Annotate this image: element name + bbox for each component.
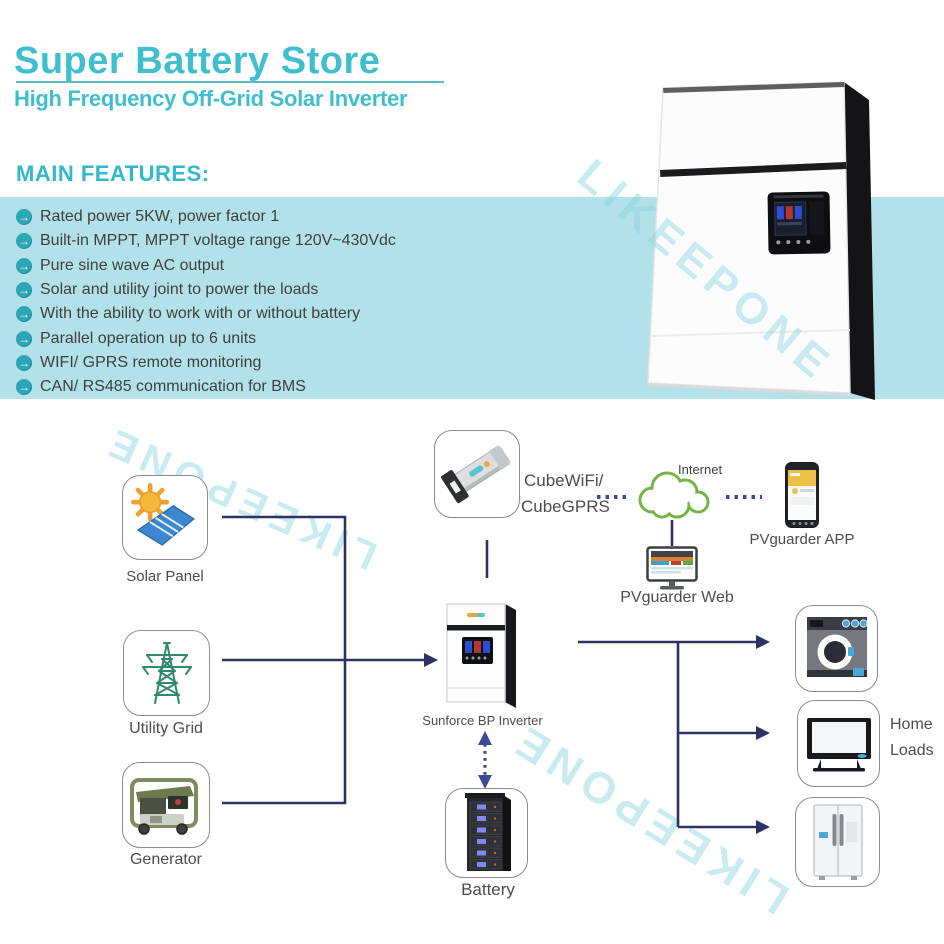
arrow-bullet-icon [16,233,32,250]
solar-panel-icon [131,483,195,546]
feature-item: Pure sine wave AC output [0,254,944,278]
arrow-bullet-icon [16,306,32,323]
monitor-web-icon [646,546,698,590]
tv-icon [806,717,871,771]
smartphone-app-icon [785,462,819,528]
generator-icon [130,778,198,835]
feature-item: CAN/ RS485 communication for BMS [0,375,944,399]
pvguarder-app-label: PVguarder APP [749,531,855,548]
feature-item: WIFI/ GPRS remote monitoring [0,351,944,375]
solar-panel-node [122,475,208,560]
utility-grid-node [123,630,210,716]
page-title: Super Battery Store [14,40,381,82]
feature-text: Built-in MPPT, MPPT voltage range 120V~4… [40,232,396,250]
page-subtitle: High Frequency Off-Grid Solar Inverter [14,86,408,111]
arrow-bullet-icon [16,379,32,396]
tv-node [797,700,880,787]
arrow-bullet-icon [16,354,32,371]
feature-item: Solar and utility joint to power the loa… [0,278,944,302]
refrigerator-icon [812,804,863,880]
arrow-bullet-icon [16,209,32,226]
utility-grid-icon [141,642,192,704]
arrow-bullet-icon [16,257,32,274]
generator-label: Generator [129,851,203,868]
feature-item: Parallel operation up to 6 units [0,326,944,350]
washing-machine-node [795,605,878,692]
cube-wifi-label-line1: CubeWiFi/ [524,471,604,490]
refrigerator-node [795,797,880,887]
sunforce-inverter-label: Sunforce BP Inverter [422,713,543,728]
washing-machine-icon [806,616,868,677]
pvguarder-web-label: PVguarder Web [620,589,734,606]
internet-cloud-icon [638,471,710,519]
solar-panel-label: Solar Panel [126,568,204,585]
home-loads-label-line2: Loads [890,742,934,759]
feature-text: With the ability to work with or without… [40,305,361,323]
feature-text: CAN/ RS485 communication for BMS [40,378,306,396]
utility-grid-label: Utility Grid [129,720,203,737]
battery-node [445,788,528,878]
title-underline [16,81,444,83]
battery-tower-icon [464,793,511,871]
inverter-diagram-icon [446,603,516,708]
features-heading: MAIN FEATURES: [16,161,210,186]
arrow-bullet-icon [16,330,32,347]
feature-item: Built-in MPPT, MPPT voltage range 120V~4… [0,229,944,253]
wifi-dongle-icon [441,445,511,504]
feature-item: With the ability to work with or without… [0,302,944,326]
cube-wifi-node [434,430,520,518]
inverter-product-photo [647,81,875,400]
battery-label: Battery [461,880,515,899]
feature-text: Rated power 5KW, power factor 1 [40,208,280,226]
internet-label: Internet [678,462,723,477]
feature-text: Solar and utility joint to power the loa… [40,281,319,299]
generator-node [122,762,210,848]
feature-text: WIFI/ GPRS remote monitoring [40,353,262,371]
home-loads-label-line1: Home [890,716,933,733]
home-loads-label: Home Loads [890,712,934,764]
feature-text: Pure sine wave AC output [40,256,225,274]
feature-item: Rated power 5KW, power factor 1 [0,205,944,229]
feature-text: Parallel operation up to 6 units [40,329,257,347]
arrow-bullet-icon [16,282,32,299]
cube-wifi-label-line2: CubeGPRS [521,497,610,516]
